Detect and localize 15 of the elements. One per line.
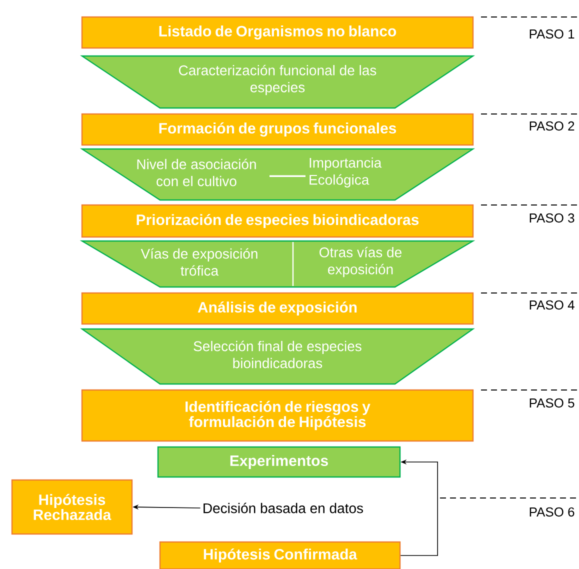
process-box: Listado de Organismos no blanco <box>81 16 474 49</box>
process-box: Identificación de riesgos y formulación de Hipótesis <box>81 389 474 442</box>
step-label: PASO 6 <box>530 507 574 517</box>
process-box: Experimentos <box>157 446 401 478</box>
decision-text: Decisión basada en datos <box>204 502 363 514</box>
process-box: Análisis de exposición <box>81 292 474 325</box>
step-label: PASO 2 <box>530 121 574 131</box>
process-box: Formación de grupos funcionales <box>81 113 474 146</box>
step-label: PASO 5 <box>530 398 574 408</box>
process-box: Hipótesis Rechazada <box>11 479 133 535</box>
process-box: Priorización de especies bioindicadoras <box>81 204 474 238</box>
step-label: PASO 3 <box>530 213 574 223</box>
process-box: Hipótesis Confirmada <box>159 541 401 569</box>
step-label: PASO 1 <box>530 29 574 39</box>
step-label: PASO 4 <box>530 300 574 310</box>
